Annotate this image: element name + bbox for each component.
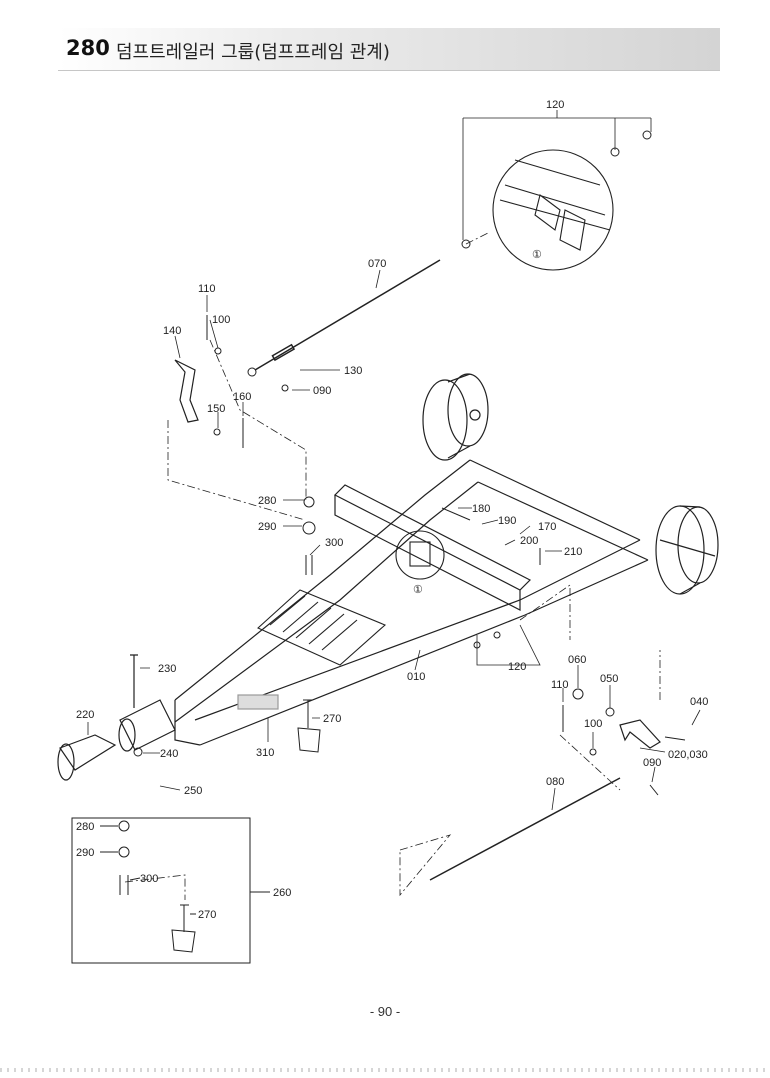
lever-020 [619, 719, 661, 749]
callout-290-frame: 290 [258, 521, 276, 533]
control-rod-080 [429, 777, 621, 881]
callout-110-left: 110 [198, 283, 216, 295]
callout-190: 190 [498, 515, 516, 527]
callout-010: 010 [407, 671, 425, 683]
callout-210: 210 [564, 546, 582, 558]
callout-020-030: 020,030 [668, 749, 708, 761]
section-number: 280 [66, 36, 110, 60]
callout-230: 230 [158, 663, 176, 675]
callout-050: 050 [600, 673, 618, 685]
callout-250: 250 [184, 785, 202, 797]
callout-200: 200 [520, 535, 538, 547]
section-header: 280 덤프트레일러 그룹(덤프프레임 관계) [58, 28, 720, 71]
page-number: - 90 - [369, 1004, 401, 1019]
callout-120-frame: 120 [508, 661, 526, 673]
detail-marker-top: ① [532, 249, 542, 261]
section-title: 덤프트레일러 그룹(덤프프레임 관계) [116, 42, 390, 63]
callout-180: 180 [472, 503, 490, 515]
callout-270-frame: 270 [323, 713, 341, 725]
callout-130: 130 [344, 365, 362, 377]
wheel-left [422, 373, 489, 461]
callout-120-top: 120 [546, 99, 564, 111]
callout-160: 160 [233, 391, 251, 403]
callout-100-left: 100 [212, 314, 230, 326]
callout-300-frame: 300 [325, 537, 343, 549]
callout-140: 140 [163, 325, 181, 337]
kit-box [71, 817, 270, 964]
dashed-guides [124, 231, 661, 900]
callout-260: 260 [273, 887, 291, 899]
step-plate [257, 589, 387, 666]
callout-220: 220 [76, 709, 94, 721]
callout-labels: 120 070 110 100 140 130 090 150 160 280 … [76, 99, 708, 921]
callout-040: 040 [690, 696, 708, 708]
detail-marker-frame: ① [413, 584, 423, 596]
callout-270-kit: 270 [198, 909, 216, 921]
hitch-parts [57, 654, 279, 781]
callout-310: 310 [256, 747, 274, 759]
callout-280-kit: 280 [76, 821, 94, 833]
frame-detail-view [395, 530, 445, 580]
wheel-right [655, 505, 719, 595]
callout-290-kit: 290 [76, 847, 94, 859]
callout-070: 070 [368, 258, 386, 270]
callout-090-right: 090 [643, 757, 661, 769]
callout-150: 150 [207, 403, 225, 415]
top-detail-view [492, 149, 614, 271]
lever-140 [174, 359, 199, 423]
callout-100-right: 100 [584, 718, 602, 730]
callout-080: 080 [546, 776, 564, 788]
callout-300-kit: 300 [140, 873, 158, 885]
callout-170: 170 [538, 521, 556, 533]
callout-280-frame: 280 [258, 495, 276, 507]
callout-060: 060 [568, 654, 586, 666]
control-rod-070 [254, 259, 441, 371]
callout-110-right: 110 [551, 679, 569, 691]
callout-090-top: 090 [313, 385, 331, 397]
callout-240: 240 [160, 748, 178, 760]
small-fasteners [133, 130, 686, 796]
scan-artifact [0, 1068, 770, 1072]
leader-lines [87, 110, 701, 811]
